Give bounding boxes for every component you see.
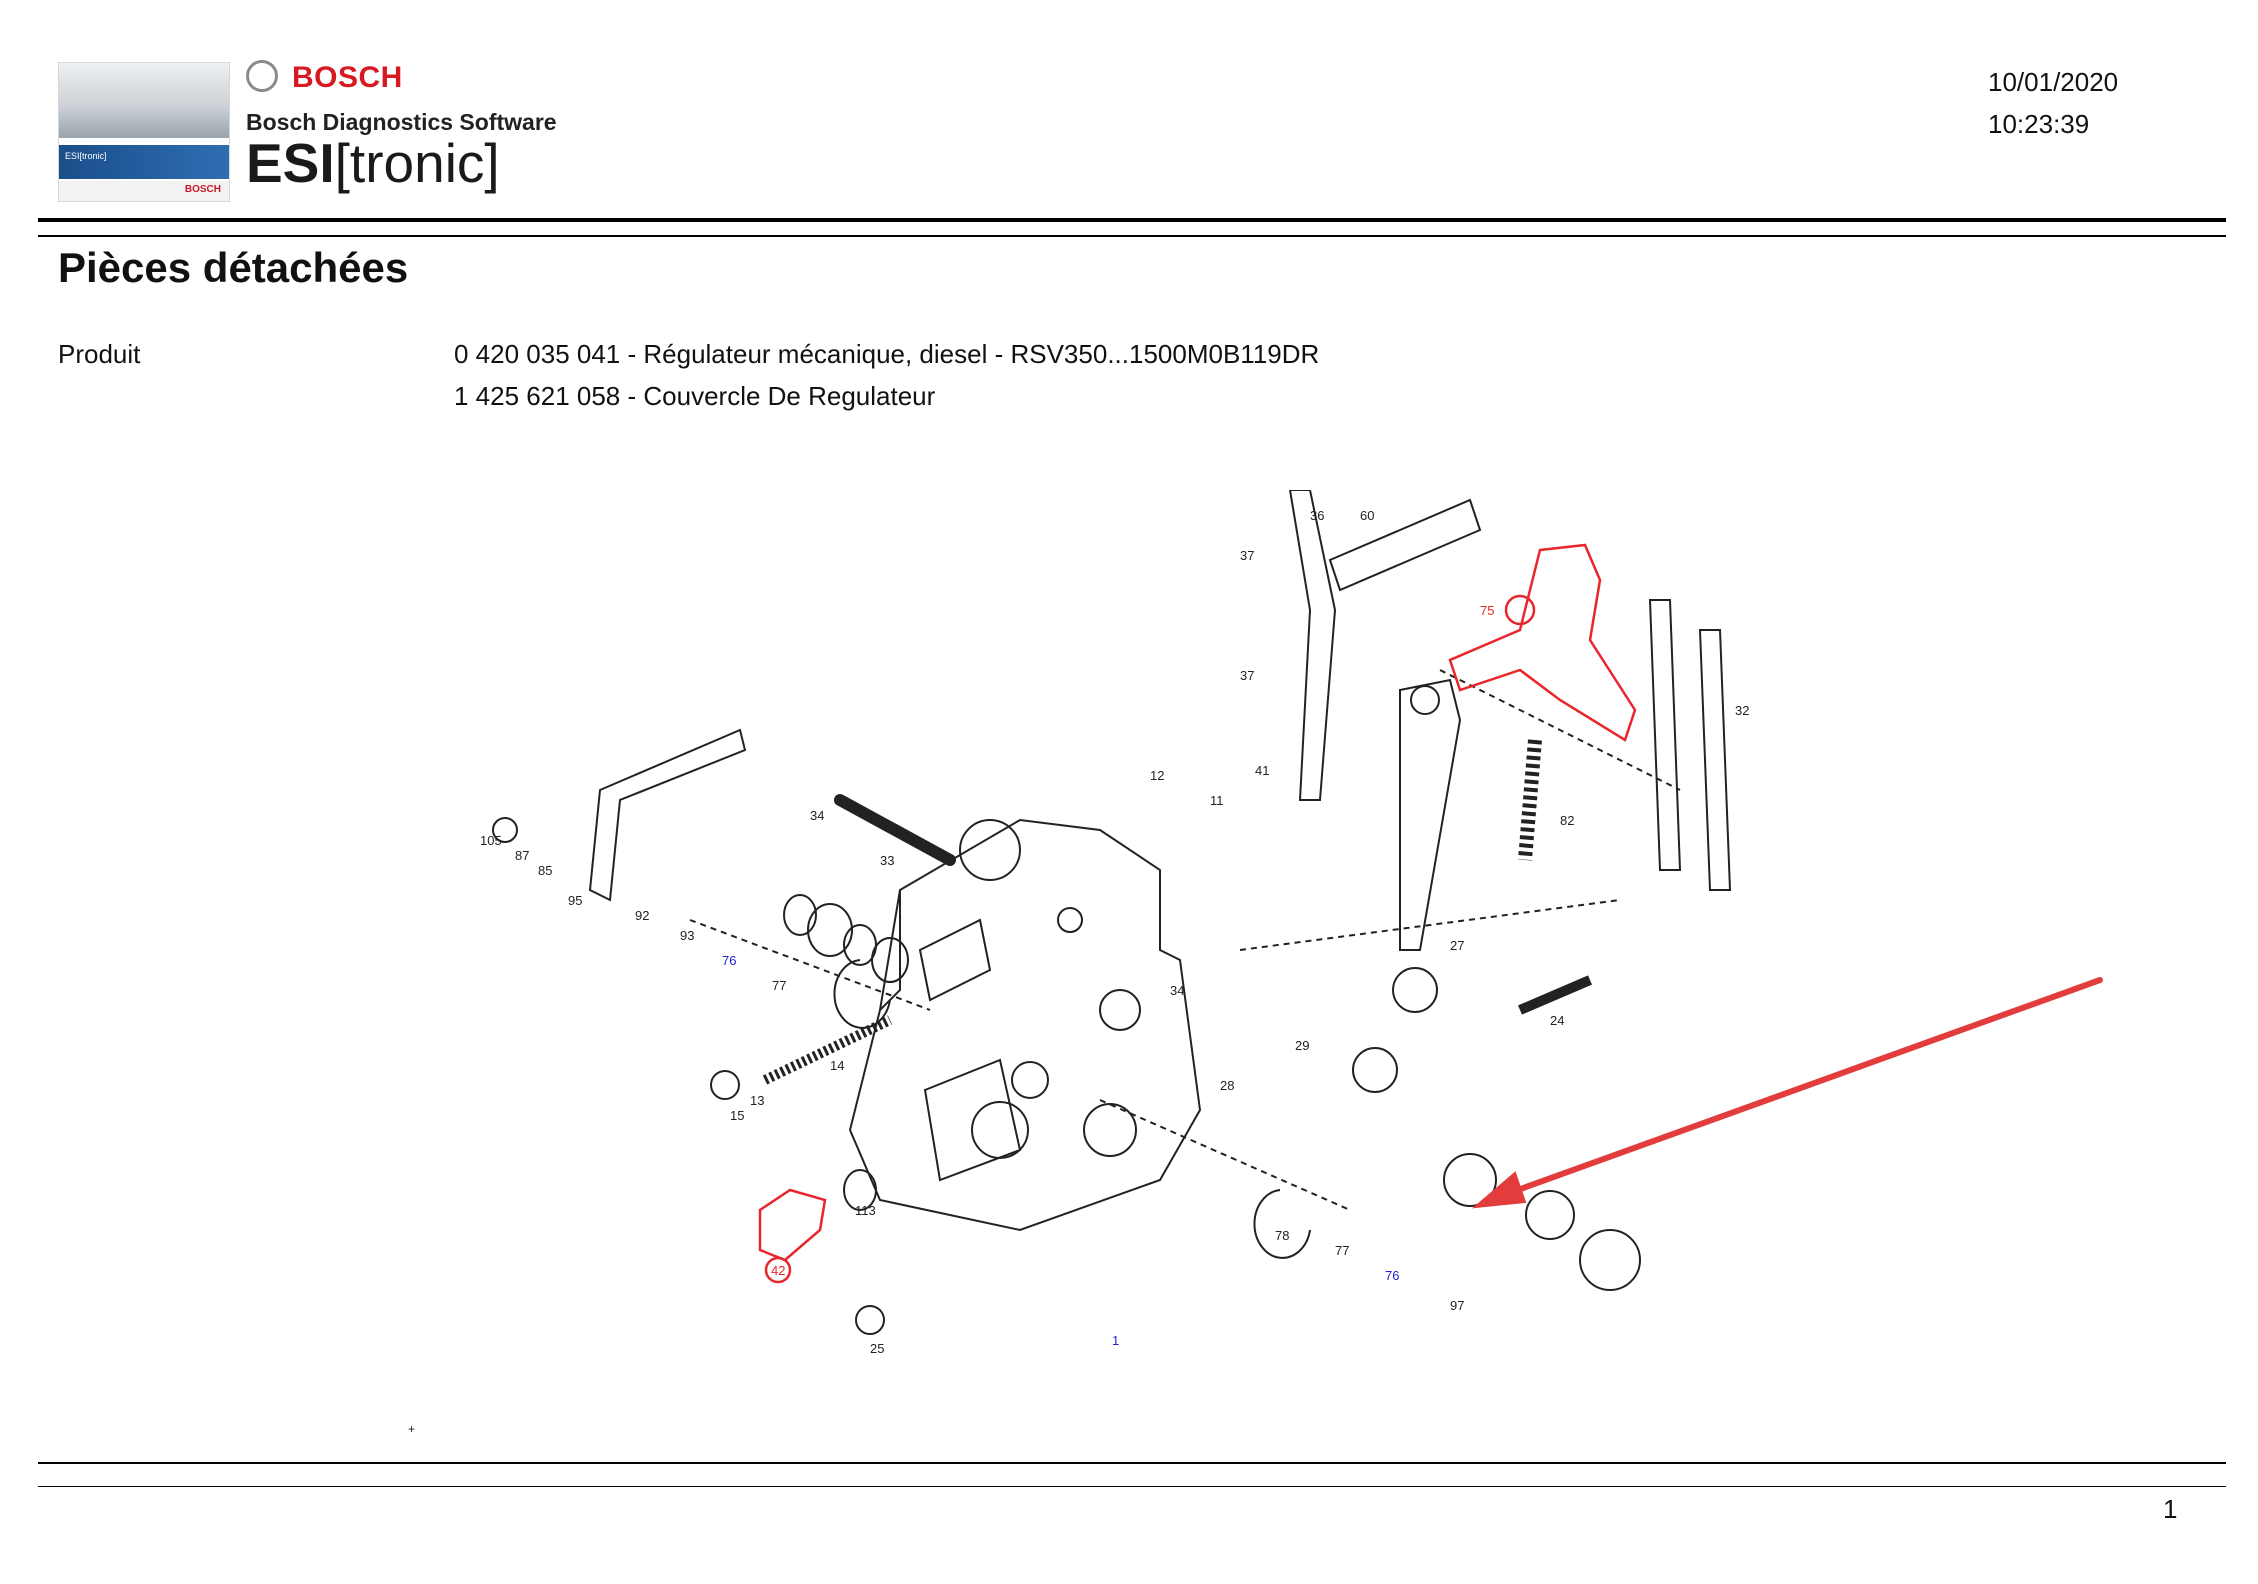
label-28: 28 bbox=[1220, 1078, 1234, 1093]
label-13: 13 bbox=[750, 1093, 764, 1108]
header-rule-thin bbox=[38, 235, 2226, 237]
label-78: 78 bbox=[1275, 1228, 1289, 1243]
label-97: 97 bbox=[1450, 1298, 1464, 1313]
label-42: 42 bbox=[771, 1263, 785, 1278]
label-29: 29 bbox=[1295, 1038, 1309, 1053]
label-24: 24 bbox=[1550, 1013, 1564, 1028]
header-time: 10:23:39 bbox=[1988, 109, 2090, 139]
label-95: 95 bbox=[568, 893, 582, 908]
label-27: 27 bbox=[1450, 938, 1464, 953]
label-105: 105 bbox=[480, 833, 502, 848]
lever-95 bbox=[588, 728, 747, 902]
thumbnail-footer bbox=[59, 181, 229, 201]
esi-tronic-logo: ESI[tronic] bbox=[246, 136, 500, 191]
product-line-2: 1 425 621 058 - Couvercle De Regulateur bbox=[454, 381, 936, 411]
bosch-logo-icon bbox=[246, 60, 278, 92]
thumbnail-blue-band bbox=[59, 145, 229, 179]
label-37b: 37 bbox=[1240, 668, 1254, 683]
highlight-part-75 bbox=[1448, 543, 1637, 742]
bracket-32 bbox=[1648, 599, 1682, 871]
label-1: 1 bbox=[1112, 1333, 1119, 1348]
thumbnail-brand: BOSCH bbox=[184, 184, 221, 195]
label-76b: 76 bbox=[1385, 1268, 1399, 1283]
label-12: 12 bbox=[1150, 768, 1164, 783]
footer-rule-top bbox=[38, 1462, 2226, 1464]
label-60: 60 bbox=[1360, 508, 1374, 523]
exploded-parts-diagram: 36 60 37 37 75 32 12 41 11 34 33 105 87 … bbox=[480, 490, 2103, 1356]
label-25: 25 bbox=[870, 1341, 884, 1356]
label-36: 36 bbox=[1310, 508, 1324, 523]
label-113: 113 bbox=[855, 1203, 876, 1218]
label-11: 11 bbox=[1210, 793, 1224, 808]
product-line-1: 0 420 035 041 - Régulateur mécanique, di… bbox=[454, 339, 1320, 369]
label-82: 82 bbox=[1560, 813, 1574, 828]
label-75: 75 bbox=[1480, 603, 1494, 618]
footer-rule-bottom bbox=[38, 1486, 2226, 1487]
label-37a: 37 bbox=[1240, 548, 1254, 563]
plus-mark: + bbox=[408, 1422, 416, 1436]
spring-82 bbox=[1518, 739, 1542, 861]
lever-27 bbox=[1399, 678, 1462, 951]
page-number: 1 bbox=[2163, 1494, 2178, 1524]
product-label: Produit bbox=[58, 339, 141, 369]
esi-tronic-thumbnail: ESI[tronic] BOSCH bbox=[58, 62, 230, 202]
highlight-part-42 bbox=[758, 1188, 827, 1262]
governor-housing bbox=[848, 818, 1202, 1232]
page-title: Pièces détachées bbox=[58, 244, 409, 291]
label-14: 14 bbox=[830, 1058, 844, 1073]
label-15: 15 bbox=[730, 1108, 744, 1123]
workshop-photo bbox=[59, 63, 229, 138]
label-41: 41 bbox=[1255, 763, 1269, 778]
pointer-arrow bbox=[1471, 977, 2103, 1209]
label-33: 33 bbox=[880, 853, 894, 868]
label-93: 93 bbox=[680, 928, 694, 943]
label-77b: 77 bbox=[1335, 1243, 1349, 1258]
label-76a: 76 bbox=[722, 953, 736, 968]
header-rule-thick bbox=[38, 218, 2226, 222]
header-date: 10/01/2020 bbox=[1988, 67, 2119, 97]
esi-text: ESI bbox=[246, 132, 335, 194]
label-32: 32 bbox=[1735, 703, 1749, 718]
software-subtitle: Bosch Diagnostics Software bbox=[246, 109, 557, 135]
bar-60 bbox=[1328, 498, 1482, 592]
label-87: 87 bbox=[515, 848, 529, 863]
label-92: 92 bbox=[635, 908, 649, 923]
label-34b: 34 bbox=[1170, 983, 1184, 998]
rod-36 bbox=[1288, 490, 1337, 801]
thumbnail-band-text: ESI[tronic] bbox=[65, 151, 107, 161]
label-77a: 77 bbox=[772, 978, 786, 993]
label-85: 85 bbox=[538, 863, 552, 878]
tronic-text: [tronic] bbox=[334, 132, 500, 194]
bosch-brand: BOSCH bbox=[292, 61, 403, 94]
label-34a: 34 bbox=[810, 808, 824, 823]
